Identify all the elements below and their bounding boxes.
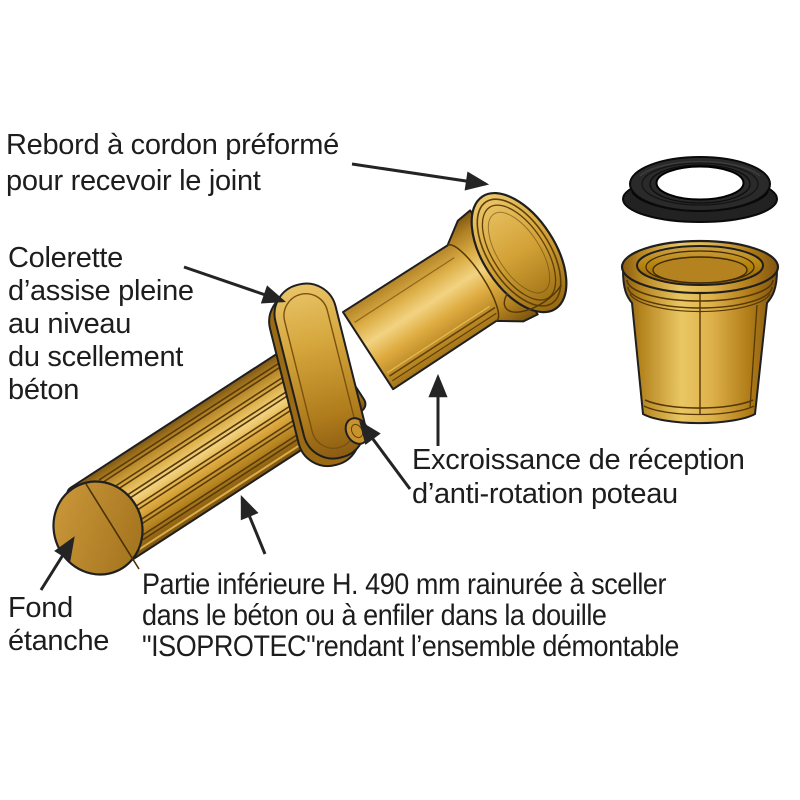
label-colerette-assise: Colerette d’assise pleine au niveau du s… xyxy=(8,242,194,406)
socket-top-view xyxy=(620,239,780,425)
collar-colerette xyxy=(268,282,367,468)
label-excroissance-anti-rotation: Excroissance de réception d’anti-rotatio… xyxy=(412,444,745,510)
leader-arrow-excroissance-bump xyxy=(359,420,412,490)
leader-arrow-colerette xyxy=(183,265,287,304)
leader-arrow-fond xyxy=(39,536,75,591)
label-partie-inferieure: Partie inférieure H. 490 mm rainurée à s… xyxy=(142,568,679,663)
leader-arrow-partie xyxy=(240,495,267,555)
tube-rim-rebord xyxy=(470,191,568,314)
end-cap-fond-etanche xyxy=(52,480,144,576)
gasket-ring xyxy=(622,156,778,223)
label-rebord-cordon: Rebord à cordon préformé pour recevoir l… xyxy=(6,129,339,197)
label-fond-etanche: Fond étanche xyxy=(8,592,110,657)
leader-arrow-rebord xyxy=(351,162,490,191)
main-tube xyxy=(52,191,568,576)
